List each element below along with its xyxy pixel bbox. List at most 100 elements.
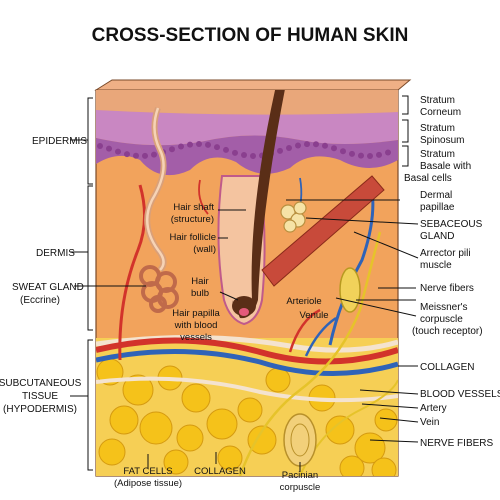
hair-bulb bbox=[232, 296, 256, 316]
basal-cell bbox=[106, 145, 112, 152]
basal-cell bbox=[295, 142, 301, 149]
label-fat-cells: FAT CELLS bbox=[123, 466, 172, 477]
basal-cell bbox=[196, 141, 202, 148]
svg-text:with blood: with blood bbox=[174, 320, 218, 331]
basal-cell bbox=[223, 146, 229, 153]
skin-surface bbox=[94, 79, 412, 91]
svg-text:(touch receptor): (touch receptor) bbox=[412, 326, 483, 337]
basal-cell bbox=[349, 150, 355, 157]
basal-cell bbox=[115, 148, 121, 155]
label-hair-shaft: Hair shaft bbox=[173, 202, 214, 213]
svg-text:muscle: muscle bbox=[420, 260, 452, 271]
svg-text:papillae: papillae bbox=[420, 202, 455, 213]
fat-cell bbox=[325, 415, 355, 445]
basal-cell bbox=[250, 152, 256, 159]
basal-cell bbox=[286, 144, 292, 151]
epidermis-bracket bbox=[87, 97, 93, 185]
label-hair-papilla: Hair papilla bbox=[172, 308, 220, 319]
basal-cell bbox=[124, 151, 130, 158]
fat-cell bbox=[181, 383, 211, 413]
label-nerve-fibers-lower: NERVE FIBERS bbox=[420, 438, 493, 449]
label-arteriole: Arteriole bbox=[286, 296, 321, 307]
svg-text:(structure): (structure) bbox=[171, 214, 214, 225]
label-collagen-right: COLLAGEN bbox=[420, 362, 474, 373]
inner-labels: Hair shaft (structure) Hair follicle (wa… bbox=[170, 202, 329, 343]
svg-text:GLAND: GLAND bbox=[420, 231, 454, 242]
label-pacinian-corpuscle: Pacinian bbox=[282, 470, 318, 481]
meissner-corpuscle bbox=[339, 267, 361, 313]
label-collagen-bottom: COLLAGEN bbox=[194, 466, 246, 477]
label-meissner-corpuscle: Meissner's bbox=[420, 302, 467, 313]
stratum-spinosum-layer bbox=[96, 110, 398, 146]
basal-cell bbox=[151, 151, 157, 158]
svg-text:(Adipose tissue): (Adipose tissue) bbox=[114, 478, 182, 489]
basal-cell bbox=[322, 142, 328, 149]
artery-vessel bbox=[96, 337, 398, 365]
label-dermal-papillae: Dermal bbox=[420, 190, 452, 201]
basal-cell bbox=[205, 141, 211, 148]
basal-cell bbox=[97, 143, 103, 150]
fat-cell bbox=[374, 408, 398, 432]
arteriole-vessel bbox=[288, 308, 321, 353]
venule-vessel bbox=[304, 316, 337, 357]
label-arrector-pili: Arrector pili bbox=[420, 248, 471, 259]
stratum-corneum-layer bbox=[96, 90, 398, 115]
fat-cell bbox=[339, 455, 365, 476]
basal-cell bbox=[367, 152, 373, 159]
fat-cell bbox=[237, 397, 263, 423]
basal-cell bbox=[304, 141, 310, 148]
label-subcutaneous-tissue: TISSUE bbox=[22, 391, 58, 402]
vein-vessel bbox=[96, 348, 398, 376]
basal-cells bbox=[97, 141, 391, 159]
fat-cell bbox=[109, 405, 139, 435]
label-dermis: DERMIS bbox=[36, 248, 75, 259]
label-stratum-basale: Stratum bbox=[420, 149, 455, 160]
hair-shaft bbox=[232, 90, 285, 319]
basal-cell bbox=[385, 149, 391, 156]
dermal-artery-branch bbox=[118, 184, 147, 361]
label-blood-vessels: BLOOD VESSELS bbox=[420, 389, 500, 400]
fat-cell bbox=[122, 374, 154, 406]
fat-cell bbox=[371, 457, 397, 476]
label-subcutaneous: SUBCUTANEOUS bbox=[0, 378, 82, 389]
svg-text:corpuscle: corpuscle bbox=[280, 482, 321, 493]
svg-text:corpuscle: corpuscle bbox=[420, 314, 463, 325]
fat-cell bbox=[98, 438, 126, 466]
arrector-pili-muscle bbox=[261, 175, 385, 287]
svg-text:Corneum: Corneum bbox=[420, 107, 461, 118]
hypodermis-bracket bbox=[87, 339, 93, 471]
label-artery: Artery bbox=[420, 403, 447, 414]
svg-text:Basale with: Basale with bbox=[420, 161, 471, 172]
label-sweat-gland: SWEAT GLAND bbox=[12, 282, 84, 293]
svg-text:Basal cells: Basal cells bbox=[404, 173, 452, 184]
fat-cell bbox=[206, 408, 238, 440]
svg-text:Spinosum: Spinosum bbox=[420, 135, 464, 146]
basal-cell bbox=[340, 148, 346, 155]
svg-text:(wall): (wall) bbox=[193, 244, 216, 255]
basal-cell bbox=[358, 152, 364, 159]
svg-text:vessels: vessels bbox=[180, 332, 212, 343]
label-stratum-corneum: Stratum bbox=[420, 95, 455, 106]
bottom-labels: FAT CELLS (Adipose tissue) COLLAGEN Paci… bbox=[114, 466, 320, 493]
label-sweat-gland-type: (Eccrine) bbox=[20, 295, 60, 306]
collagen-band-lower bbox=[96, 376, 398, 403]
fat-cell bbox=[163, 449, 189, 475]
fat-cell bbox=[265, 367, 291, 393]
basal-cell bbox=[142, 152, 148, 159]
basal-cell bbox=[178, 143, 184, 150]
basal-cell bbox=[331, 145, 337, 152]
label-venule: Venule bbox=[299, 310, 328, 321]
dermal-vein-branch bbox=[328, 189, 375, 346]
label-sebaceous-gland: SEBACEOUS bbox=[420, 219, 483, 230]
fat-cells bbox=[96, 358, 398, 476]
hair-papilla bbox=[239, 308, 249, 316]
basal-cell bbox=[241, 152, 247, 159]
svg-text:bulb: bulb bbox=[191, 288, 209, 299]
nerve-fiber bbox=[238, 231, 382, 476]
label-hypodermis: (HYPODERMIS) bbox=[3, 404, 77, 415]
dermis-bracket bbox=[87, 185, 93, 331]
right-labels: Stratum Corneum Stratum Spinosum Stratum… bbox=[404, 95, 500, 449]
diagram-title: CROSS-SECTION OF HUMAN SKIN bbox=[92, 25, 409, 46]
